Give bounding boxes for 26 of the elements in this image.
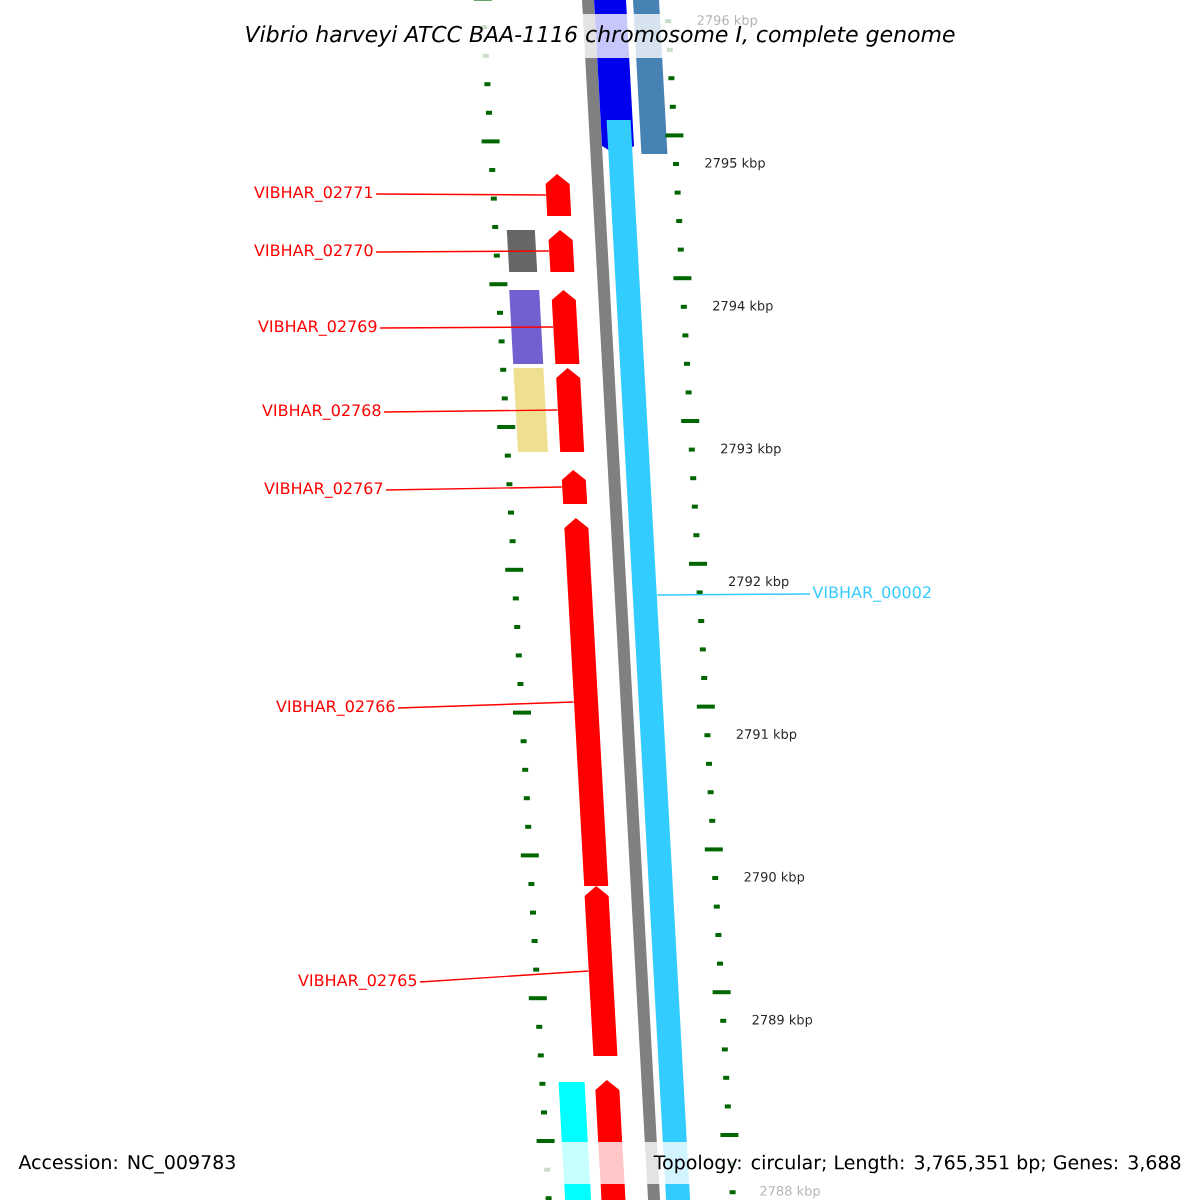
gene-label: VIBHAR_02771 xyxy=(254,186,373,202)
gene-band xyxy=(606,120,662,690)
leader-line xyxy=(656,593,811,596)
leader-line xyxy=(375,193,547,196)
gene-label: VIBHAR_02767 xyxy=(264,482,383,498)
title: Vibrio harveyi ATCC BAA-1116 chromosome I, complete genome xyxy=(246,25,955,47)
gene-feature xyxy=(548,230,575,272)
gene-feature xyxy=(556,368,585,452)
gene-feature xyxy=(551,290,580,364)
leader-line xyxy=(385,486,563,491)
footer-text: Topology: circular; Length: 3,765,351 bp; Genes: 3,688 xyxy=(653,1154,1181,1174)
leader-line xyxy=(379,326,554,329)
footer-text: Accession: NC_009783 xyxy=(18,1154,235,1174)
leader-line xyxy=(397,701,575,709)
leader-line xyxy=(383,409,559,413)
leader-line xyxy=(419,970,590,983)
gene-label: VIBHAR_02768 xyxy=(262,404,381,420)
gene-label: VIBHAR_00002 xyxy=(812,586,931,602)
gene-label: VIBHAR_02769 xyxy=(258,320,377,336)
gene-label: VIBHAR_02766 xyxy=(276,700,395,716)
gene-feature xyxy=(545,174,572,216)
leader-line xyxy=(375,250,550,253)
gene-feature xyxy=(561,470,588,504)
gene-feature xyxy=(584,886,618,1056)
gene-label: VIBHAR_02770 xyxy=(254,244,373,260)
gene-label: VIBHAR_02765 xyxy=(298,974,417,990)
